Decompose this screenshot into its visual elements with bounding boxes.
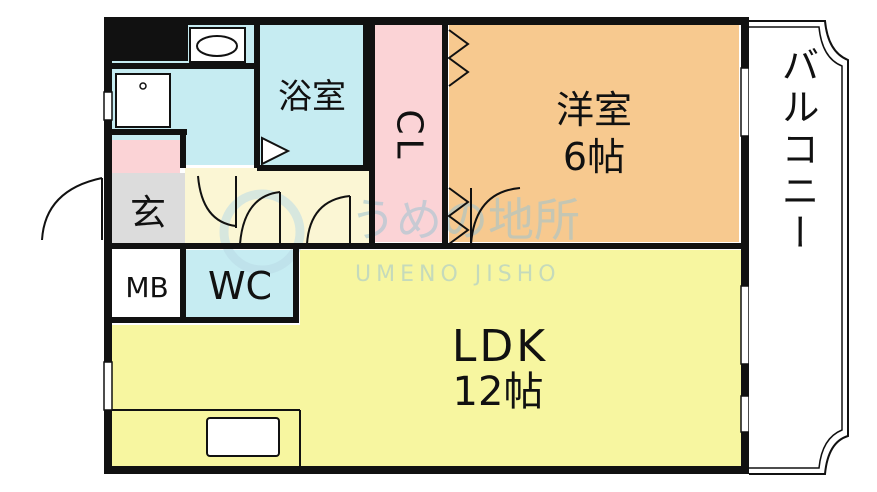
closet-label: CL [389, 109, 430, 162]
watermark-logo: うめの地所 [350, 193, 580, 247]
western-room-label: 洋室 [556, 88, 632, 132]
window-openings [103, 67, 750, 433]
bath-fill [258, 25, 366, 167]
watermark-text: UMENO JISHO [355, 262, 561, 287]
washbasin-bowl [196, 35, 238, 57]
drain [139, 82, 147, 90]
door-swings [41, 175, 521, 245]
entrance-fill [112, 173, 185, 243]
watermark-ring [219, 189, 305, 275]
ldk-label: LDK [452, 321, 548, 372]
closet-folding-door [447, 29, 470, 87]
corner-block [108, 21, 188, 61]
balcony-label: バルコニー [775, 45, 819, 255]
bath-label: 浴室 [278, 77, 346, 117]
kitchen-sink [206, 417, 280, 457]
mb-label: MB [125, 271, 168, 304]
hall-fill [185, 168, 372, 245]
wc-label: WC [208, 264, 272, 308]
ldk-fill [112, 250, 741, 466]
washing-machine-pan [115, 73, 171, 128]
closet-folding-door-lower [447, 187, 470, 245]
western-room-fill [449, 25, 739, 242]
western-room-size: 6帖 [563, 135, 625, 179]
interior-walls [108, 21, 741, 323]
balcony-inner [749, 26, 843, 469]
shoe-box-fill [112, 140, 180, 173]
balcony [749, 20, 849, 475]
mb-fill [112, 250, 180, 317]
bath-door-arrow [261, 136, 291, 166]
entrance-label: 玄 [130, 193, 166, 234]
ldk-size: 12帖 [453, 369, 544, 415]
closet-fill [374, 25, 442, 242]
